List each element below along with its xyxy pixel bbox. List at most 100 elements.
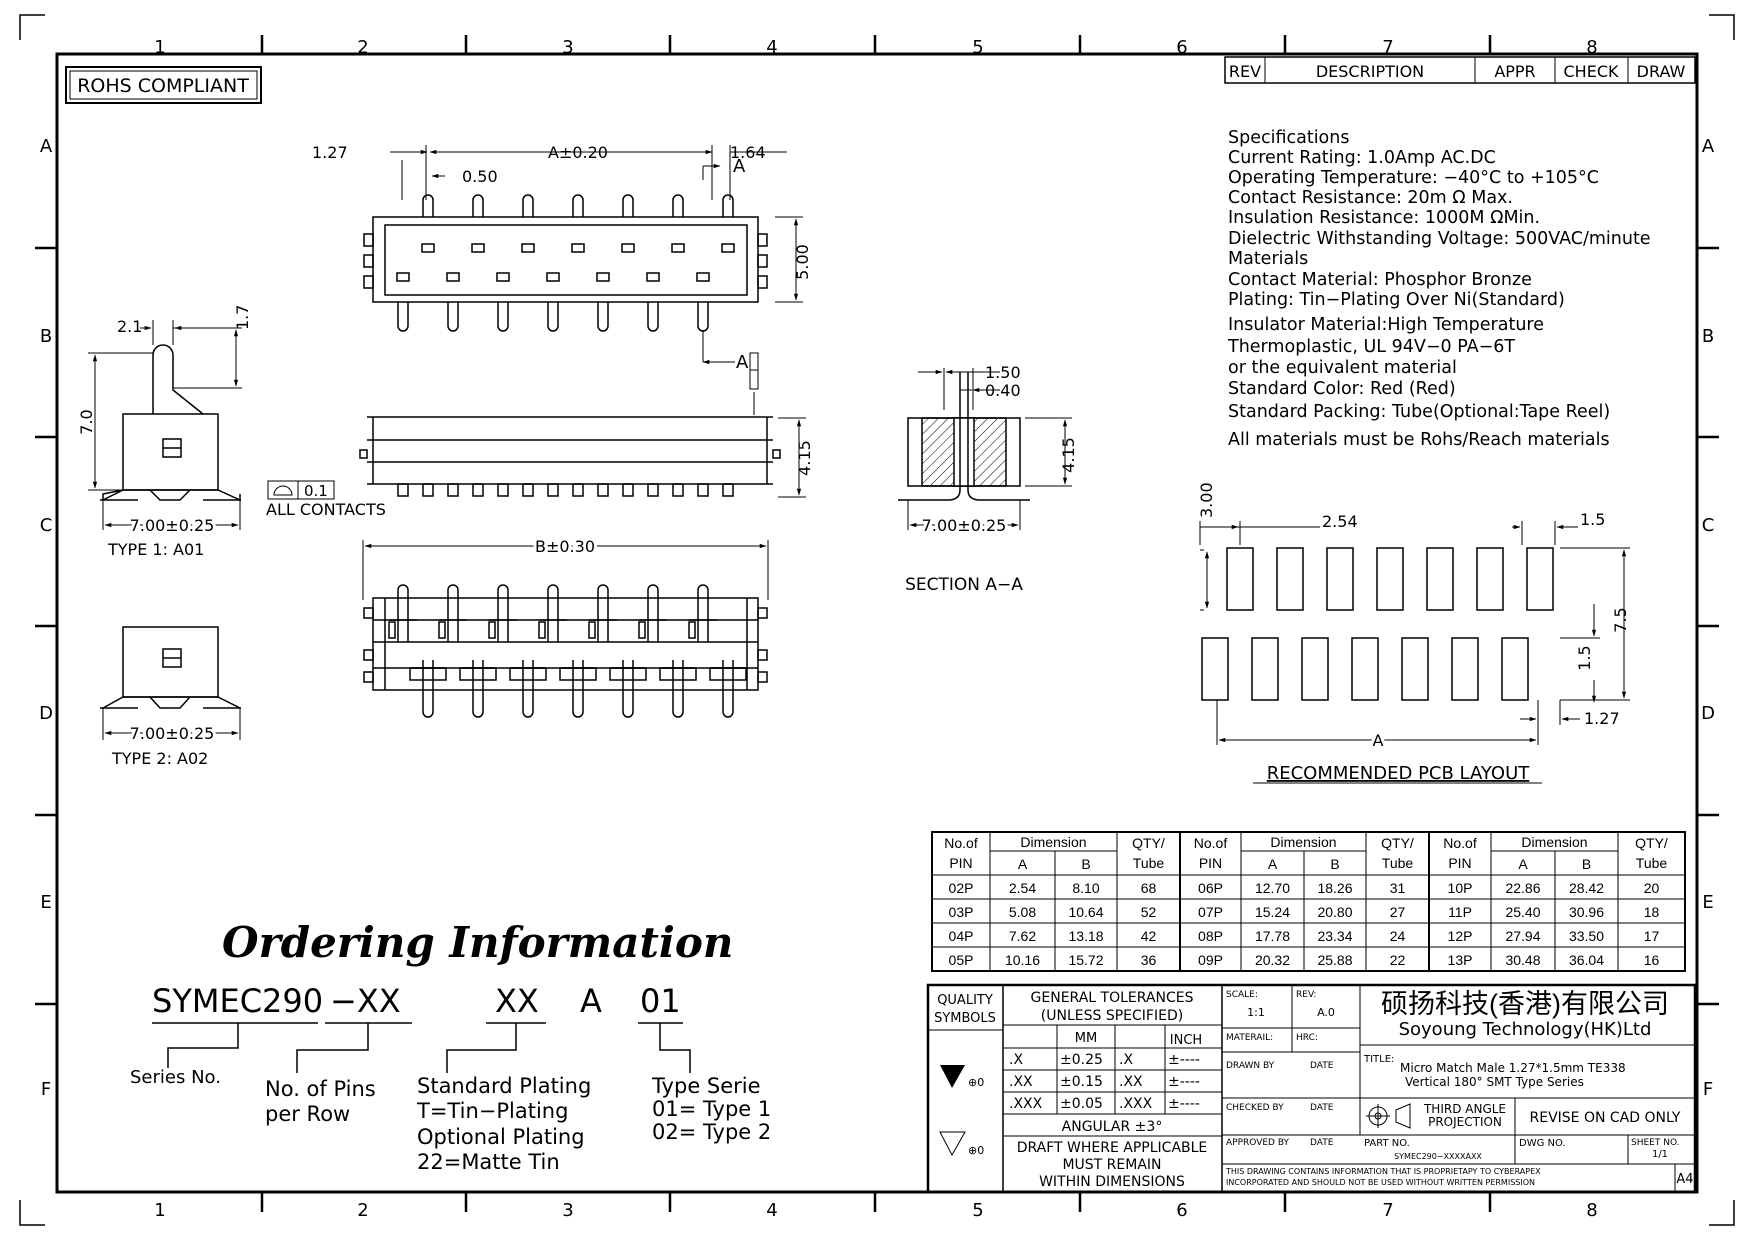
- table-cell: 09P: [1198, 952, 1223, 968]
- tolerance-cell: .XX: [1009, 1074, 1033, 1090]
- table-cell: 18: [1644, 904, 1660, 920]
- table-cell: 42: [1141, 928, 1157, 944]
- row-label-right: E: [1702, 892, 1713, 913]
- row-label-right: F: [1703, 1079, 1713, 1100]
- table-cell: 52: [1141, 904, 1157, 920]
- table-header-a: A: [1018, 856, 1028, 872]
- table-header-qty: QTY/: [1635, 835, 1668, 851]
- table-cell: 28.42: [1569, 880, 1604, 896]
- title-label: TITLE:: [1363, 1054, 1394, 1065]
- tolerance-cell: ±0.25: [1060, 1052, 1103, 1068]
- checked-by-label: CHECKED BY: [1226, 1103, 1284, 1113]
- drawing-title-2: Vertical 180° SMT Type Series: [1405, 1075, 1584, 1089]
- pcb-dim-a: A: [1373, 731, 1384, 750]
- spec-line: Contact Material: Phosphor Bronze: [1228, 270, 1532, 290]
- quality-symbol-1-value: ⊕0: [968, 1076, 984, 1089]
- column-label-bottom: 8: [1586, 1200, 1597, 1221]
- spec-line: Insulator Material:High Temperature: [1228, 315, 1544, 335]
- proprietary-notice-1: THIS DRAWING CONTAINS INFORMATION THAT I…: [1225, 1167, 1541, 1176]
- column-label-top: 8: [1586, 37, 1597, 58]
- row-label-right: B: [1702, 326, 1714, 347]
- column-label-top: 5: [972, 37, 983, 58]
- general-tolerances: GENERAL TOLERANCES: [1031, 990, 1194, 1006]
- table-header-no-of: No.of: [1443, 835, 1477, 851]
- table-cell: 16: [1644, 952, 1660, 968]
- rev-header: REV: [1229, 62, 1261, 81]
- table-cell: 13P: [1448, 952, 1473, 968]
- table-header-dimension: Dimension: [1270, 834, 1336, 850]
- dim-1-64: 1.64: [730, 143, 766, 162]
- spec-line: Specifications: [1228, 128, 1349, 148]
- hrc-label: HRC:: [1296, 1033, 1318, 1043]
- tolerance-cell: .X: [1119, 1052, 1133, 1068]
- table-cell: 20.80: [1317, 904, 1352, 920]
- part-no-label: PART NO.: [1364, 1138, 1410, 1149]
- drawing-title-1: Micro Match Male 1.27*1.5mm TE338: [1400, 1061, 1626, 1075]
- table-cell: 31: [1390, 880, 1406, 896]
- dim-a-0-20: A±0.20: [548, 143, 608, 162]
- plating-label-4: 22=Matte Tin: [417, 1150, 560, 1174]
- column-label-bottom: 5: [972, 1200, 983, 1221]
- tol-inch-header: INCH: [1170, 1033, 1202, 1048]
- table-cell: 68: [1141, 880, 1157, 896]
- column-label-top: 6: [1176, 37, 1187, 58]
- draw-header: DRAW: [1637, 62, 1686, 81]
- dim-7-00-type1: 7.00±0.25: [130, 516, 215, 535]
- company-name-en: Soyoung Technology(HK)Ltd: [1399, 1019, 1652, 1040]
- spec-line: Insulation Resistance: 1000M ΩMin.: [1228, 208, 1540, 228]
- table-cell: 05P: [949, 952, 974, 968]
- table-cell: 22.86: [1505, 880, 1540, 896]
- column-label-top: 3: [562, 37, 573, 58]
- section-a-a-label: SECTION A−A: [905, 575, 1023, 595]
- table-cell: 2.54: [1009, 880, 1036, 896]
- dim-b-0-30: B±0.30: [535, 537, 595, 556]
- table-cell: 08P: [1198, 928, 1223, 944]
- table-cell: 07P: [1198, 904, 1223, 920]
- pcb-dim-1-27: 1.27: [1584, 709, 1620, 728]
- checked-date-label: DATE: [1310, 1103, 1334, 1113]
- type-2-view: [100, 626, 241, 740]
- type-2-label: TYPE 2: A02: [111, 749, 208, 768]
- tolerance-cell: ±----: [1168, 1052, 1200, 1068]
- column-label-top: 1: [154, 37, 165, 58]
- table-header-b: B: [1081, 856, 1090, 872]
- spec-line: Standard Packing: Tube(Optional:Tape Ree…: [1228, 402, 1610, 422]
- projection-label-2: PROJECTION: [1428, 1115, 1502, 1129]
- approved-date-label: DATE: [1310, 1138, 1334, 1148]
- dim-4-15: 4.15: [795, 440, 814, 476]
- table-cell: 22: [1390, 952, 1406, 968]
- type-serie-label: Type Serie: [651, 1074, 761, 1098]
- title-block: QUALITY SYMBOLS ⊕0 ⊕0 GENERAL TOLERANCES…: [926, 983, 1697, 1194]
- row-label-right: C: [1702, 515, 1715, 536]
- type-serie-01: 01= Type 1: [652, 1097, 771, 1121]
- table-cell: 20: [1644, 880, 1660, 896]
- pcb-dim-1-5-gap: 1.5: [1575, 645, 1594, 670]
- table-header-a: A: [1518, 856, 1528, 872]
- column-label-bottom: 7: [1382, 1200, 1393, 1221]
- table-cell: 7.62: [1009, 928, 1036, 944]
- check-header: CHECK: [1564, 62, 1619, 81]
- symbols-label: SYMBOLS: [934, 1011, 996, 1026]
- section-mark-a-bottom: A: [736, 352, 749, 373]
- table-cell: 27.94: [1505, 928, 1540, 944]
- pcb-dim-3-00: 3.00: [1197, 482, 1216, 518]
- spec-line: or the equivalent material: [1228, 358, 1457, 378]
- spec-line: Standard Color: Red (Red): [1228, 379, 1456, 399]
- quality-symbol-open: [939, 1131, 966, 1157]
- pins-label-2: per Row: [265, 1102, 350, 1126]
- column-label-bottom: 2: [357, 1200, 368, 1221]
- material-label: MATERAIL:: [1226, 1033, 1273, 1043]
- table-cell: 20.32: [1255, 952, 1290, 968]
- sheet-frame: [19, 14, 1735, 1226]
- order-code-pins: −XX: [330, 982, 401, 1020]
- draft-note-1: DRAFT WHERE APPLICABLE: [1017, 1140, 1208, 1156]
- table-cell: 15.24: [1255, 904, 1290, 920]
- quality-symbol-filled: [940, 1065, 965, 1088]
- bottom-view: [362, 540, 769, 718]
- order-code-serie: 01: [640, 982, 681, 1020]
- table-cell: 8.10: [1072, 880, 1099, 896]
- all-contacts-label: ALL CONTACTS: [266, 500, 386, 519]
